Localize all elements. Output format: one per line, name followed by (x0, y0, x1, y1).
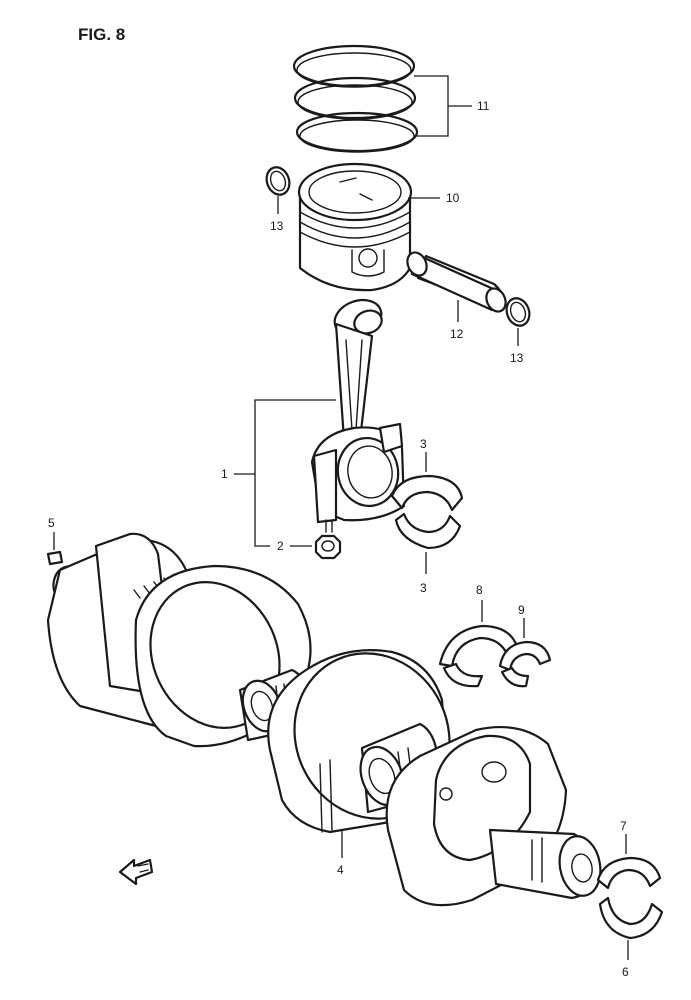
connecting-rod (310, 298, 406, 533)
callout-main-bearing-lower: 6 (622, 965, 629, 979)
callout-crankshaft: 4 (337, 863, 344, 877)
main-bearing-lower (598, 896, 664, 940)
callout-circlip-right: 13 (510, 351, 524, 365)
callout-circlip-left: 13 (270, 219, 284, 233)
callout-piston-pin: 12 (450, 327, 464, 341)
callout-piston-rings: 11 (477, 99, 490, 113)
callout-thrust-bearing-right: 9 (518, 603, 525, 617)
callout-main-bearing-upper: 7 (620, 819, 627, 833)
conrod-bearing-lower (394, 512, 462, 550)
callout-bearing-upper: 3 (420, 437, 427, 451)
crankshaft (46, 532, 602, 907)
callout-piston: 10 (446, 191, 460, 205)
piston-pin (406, 251, 507, 313)
callout-thrust-bearing-left: 8 (476, 583, 483, 597)
piston (297, 162, 413, 292)
main-bearing-upper (596, 856, 662, 890)
callout-conrod: 1 (221, 467, 228, 481)
circlip-left (265, 166, 291, 196)
callout-nut: 2 (277, 539, 284, 553)
thrust-bearing-right (498, 640, 552, 688)
crank-pin (46, 550, 64, 566)
callout-pin: 5 (48, 516, 55, 530)
conrod-bearing-upper (390, 474, 464, 512)
piston-rings (292, 44, 419, 153)
front-direction-arrow-icon (118, 858, 154, 886)
conrod-nut (314, 534, 342, 560)
conrod-bracket (254, 399, 336, 547)
figure-title: FIG. 8 (78, 25, 125, 44)
circlip-right (505, 297, 531, 327)
callout-bearing-lower: 3 (420, 581, 427, 595)
piston-rings-leader (414, 75, 472, 137)
